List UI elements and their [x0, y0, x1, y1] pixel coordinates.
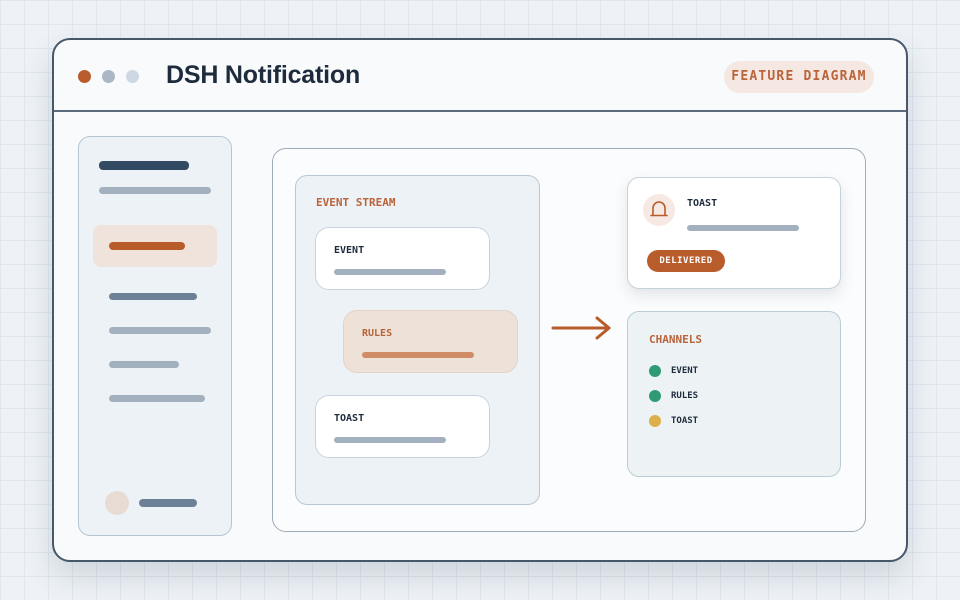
feature-diagram-badge: FEATURE DIAGRAM — [724, 61, 874, 93]
event-stream-title: EVENT STREAM — [316, 196, 396, 209]
sidebar — [78, 136, 232, 536]
app-window: DSH Notification FEATURE DIAGRAM EVENT S… — [52, 38, 908, 562]
step-detail-placeholder — [334, 269, 446, 275]
bell-icon-badge — [643, 194, 675, 226]
channels-panel: CHANNELS EVENT RULES TOAST — [627, 311, 841, 477]
toast-title: TOAST — [687, 198, 718, 209]
sidebar-heading-placeholder — [99, 161, 189, 170]
title-bar: DSH Notification FEATURE DIAGRAM — [54, 40, 906, 112]
toast-card[interactable]: TOAST DELIVERED — [627, 177, 841, 289]
sidebar-item-placeholder[interactable] — [109, 361, 179, 368]
channels-title: CHANNELS — [649, 333, 702, 346]
window-title: DSH Notification — [166, 61, 361, 89]
minimize-dot-icon[interactable] — [102, 70, 115, 83]
channel-status-dot — [649, 415, 661, 427]
channel-status-dot — [649, 390, 661, 402]
channel-label: EVENT — [671, 366, 699, 376]
step-label: RULES — [362, 328, 393, 339]
diagram-canvas: EVENT STREAM EVENT RULES TOAST — [272, 148, 866, 532]
channel-label: TOAST — [671, 416, 699, 426]
close-dot-icon[interactable] — [78, 70, 91, 83]
user-name-placeholder — [139, 499, 197, 507]
event-stream-panel: EVENT STREAM EVENT RULES TOAST — [295, 175, 540, 505]
channel-status-dot — [649, 365, 661, 377]
sidebar-item-placeholder[interactable] — [109, 395, 205, 402]
sidebar-subheading-placeholder — [99, 187, 211, 194]
step-card-event[interactable]: EVENT — [315, 227, 490, 290]
sidebar-item-placeholder[interactable] — [109, 293, 197, 300]
maximize-dot-icon[interactable] — [126, 70, 139, 83]
step-detail-placeholder — [362, 352, 474, 358]
delivered-status-badge: DELIVERED — [647, 250, 725, 272]
step-label: TOAST — [334, 413, 365, 424]
step-label: EVENT — [334, 245, 365, 256]
step-card-toast[interactable]: TOAST — [315, 395, 490, 458]
channel-label: RULES — [671, 391, 699, 401]
flow-arrow-icon — [551, 316, 611, 340]
toast-message-placeholder — [687, 225, 799, 231]
sidebar-item-active-placeholder — [109, 242, 185, 250]
bell-icon — [650, 201, 668, 217]
avatar[interactable] — [105, 491, 129, 515]
sidebar-item-placeholder[interactable] — [109, 327, 211, 334]
step-detail-placeholder — [334, 437, 446, 443]
sidebar-item-active[interactable] — [93, 225, 217, 267]
step-card-rules[interactable]: RULES — [343, 310, 518, 373]
